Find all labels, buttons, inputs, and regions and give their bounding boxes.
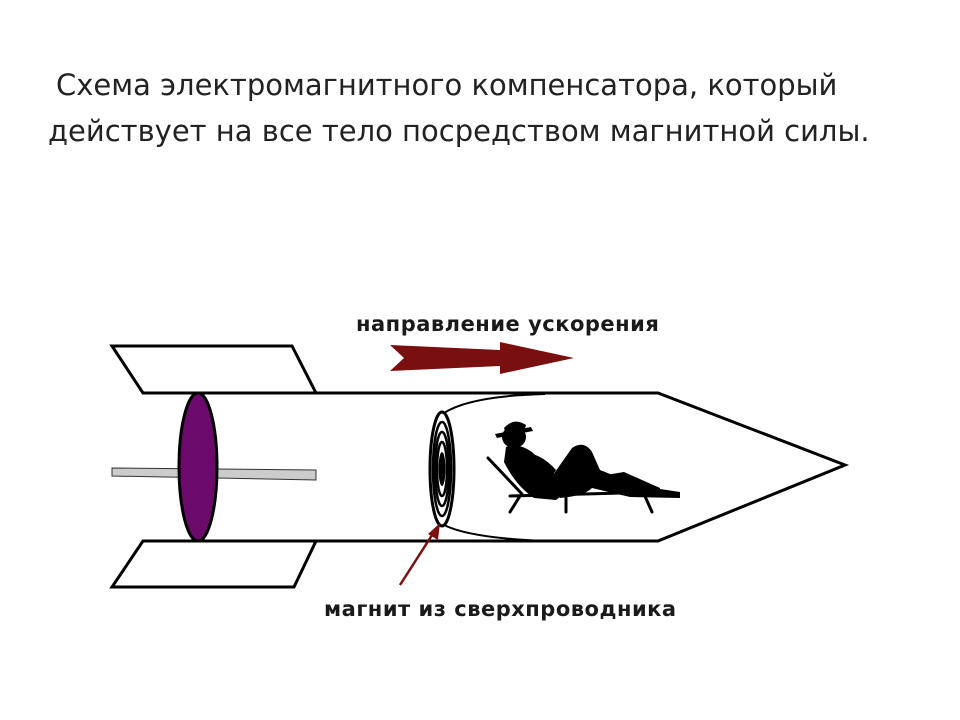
lower-fin <box>109 539 319 589</box>
rocket-body <box>190 391 850 543</box>
purple-disk <box>177 391 219 543</box>
reclining-person-silhouette <box>486 421 680 514</box>
magnet-label: магнит из сверхпроводника <box>324 597 677 621</box>
magnet-coil <box>428 410 456 528</box>
magnet-pointer-head <box>428 523 440 540</box>
title-line-1: Схема электромагнитного компенсатора, ко… <box>56 68 838 102</box>
acceleration-label: направление ускорения <box>356 312 659 336</box>
upper-fin <box>109 344 319 395</box>
magnet-pointer-line <box>398 531 436 586</box>
acceleration-arrow <box>390 342 574 374</box>
slide-title: Схема электромагнитного компенсатора, ко… <box>48 62 928 154</box>
title-line-2: действует на все тело посредством магнит… <box>48 114 870 148</box>
cabin-wall <box>443 393 546 542</box>
